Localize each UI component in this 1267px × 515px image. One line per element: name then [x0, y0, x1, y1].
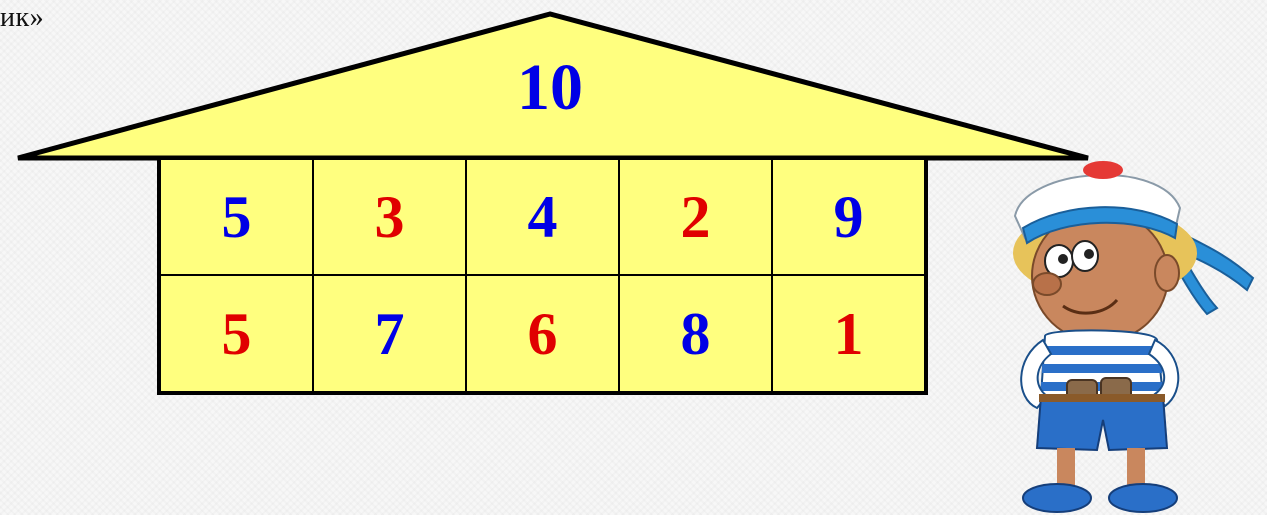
roof-number: 10 [470, 50, 630, 126]
grid-cell: 6 [466, 275, 619, 393]
grid-cell: 2 [619, 158, 772, 275]
sailor-boy-icon [985, 158, 1265, 515]
grid-cell: 5 [159, 158, 313, 275]
house-number-grid: 5 3 4 2 9 5 7 6 8 1 [157, 156, 928, 395]
grid-cell: 1 [772, 275, 926, 393]
grid-cell: 8 [619, 275, 772, 393]
grid-row: 5 3 4 2 9 [159, 158, 926, 275]
grid-cell: 4 [466, 158, 619, 275]
grid-row: 5 7 6 8 1 [159, 275, 926, 393]
grid-cell: 5 [159, 275, 313, 393]
grid-cell: 3 [313, 158, 466, 275]
grid-cell: 7 [313, 275, 466, 393]
grid-cell: 9 [772, 158, 926, 275]
